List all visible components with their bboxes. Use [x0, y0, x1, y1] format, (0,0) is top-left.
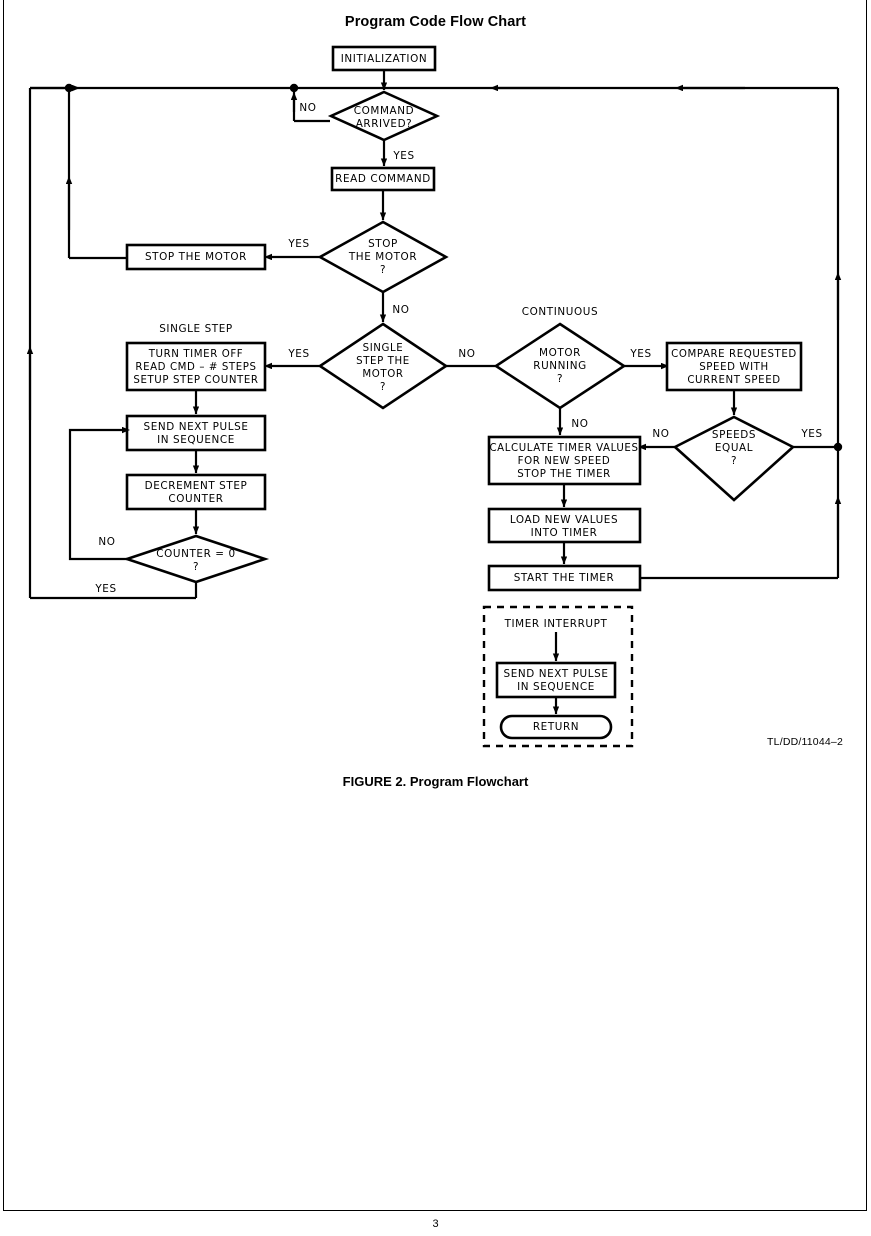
edge-counter-no [68, 426, 130, 561]
edge-label-yes: YES [287, 238, 309, 250]
edge-label-yes: YES [287, 348, 309, 360]
edge-label-no: NO [299, 102, 316, 114]
node-label: RUNNING [533, 360, 586, 372]
node-stop-motor-decision[interactable]: STOP THE MOTOR ? [317, 220, 449, 294]
node-label: CALCULATE TIMER VALUES [489, 443, 638, 454]
edge-label-no: NO [571, 418, 588, 430]
node-label: STOP THE MOTOR [145, 251, 247, 263]
node-decrement-step[interactable]: DECREMENT STEP COUNTER [125, 473, 267, 511]
node-read-command[interactable]: READ COMMAND [330, 166, 436, 192]
node-label: IN SEQUENCE [157, 434, 235, 446]
node-label: TURN TIMER OFF [148, 349, 244, 360]
isr-entry-label: TIMER INTERRUPT [504, 618, 608, 630]
node-counter-zero[interactable]: COUNTER = 0 ? [122, 534, 270, 584]
node-initialization[interactable]: INITIALIZATION [331, 45, 437, 72]
node-label: COMMAND [354, 105, 414, 117]
node-turn-timer-off[interactable]: TURN TIMER OFF READ CMD – # STEPS SETUP … [125, 341, 267, 392]
node-label: COUNTER = 0 [156, 548, 235, 560]
node-label: SETUP STEP COUNTER [133, 375, 258, 386]
node-send-next-pulse[interactable]: SEND NEXT PULSE IN SEQUENCE [125, 414, 267, 452]
single-step-branch-label: SINGLE STEP [159, 323, 233, 335]
node-load-new-values[interactable]: LOAD NEW VALUES INTO TIMER [487, 507, 642, 544]
edge-label-no: NO [458, 348, 475, 360]
node-label: THE MOTOR [348, 251, 417, 263]
node-label: SPEED WITH [699, 362, 769, 373]
node-label: START THE TIMER [514, 572, 615, 584]
node-label: ? [380, 382, 386, 393]
node-label: EQUAL [715, 442, 753, 454]
node-label: READ COMMAND [335, 173, 431, 185]
edge-label-no: NO [392, 304, 409, 316]
node-label: ? [380, 264, 386, 276]
node-label: CURRENT SPEED [687, 375, 780, 386]
node-label: INITIALIZATION [341, 53, 427, 65]
node-calculate-timer[interactable]: CALCULATE TIMER VALUES FOR NEW SPEED STO… [487, 435, 642, 486]
page-title: Program Code Flow Chart [344, 14, 527, 30]
node-label: COMPARE REQUESTED [671, 349, 797, 360]
edge-label-no: NO [652, 428, 669, 440]
node-label: MOTOR [539, 347, 581, 359]
edge-label-yes: YES [629, 348, 651, 360]
flowchart-svg: INITIALIZATION COMMAND ARRIVED? NO YES R… [26, 45, 843, 748]
edge-label-no: NO [98, 536, 115, 548]
node-label: COUNTER [168, 493, 223, 505]
node-label: ? [731, 455, 737, 467]
node-isr-return[interactable]: RETURN [499, 714, 613, 740]
node-label: SEND NEXT PULSE [504, 668, 609, 680]
figure-caption: FIGURE 2. Program Flowchart [342, 774, 529, 789]
page-number: 3 [432, 1218, 439, 1230]
node-compare-speed[interactable]: COMPARE REQUESTED SPEED WITH CURRENT SPE… [665, 341, 803, 392]
return-bus-top [26, 83, 843, 600]
node-label: READ CMD – # STEPS [135, 362, 256, 373]
node-label: STEP THE [356, 356, 410, 367]
node-speeds-equal[interactable]: SPEEDS EQUAL ? [672, 415, 796, 502]
node-label: STOP THE TIMER [517, 469, 611, 480]
node-label: DECREMENT STEP [145, 480, 248, 492]
node-single-step-decision[interactable]: SINGLE STEP THE MOTOR ? [317, 322, 449, 410]
node-start-the-timer[interactable]: START THE TIMER [487, 564, 642, 592]
page-border [3, 0, 867, 1211]
node-label: RETURN [533, 721, 579, 733]
node-command-arrived[interactable]: COMMAND ARRIVED? [327, 90, 441, 142]
node-label: FOR NEW SPEED [518, 456, 611, 467]
node-label: SPEEDS [712, 429, 756, 441]
node-label: IN SEQUENCE [517, 681, 595, 693]
edge-label-yes: YES [392, 150, 414, 162]
node-label: ARRIVED? [356, 118, 413, 130]
node-label: LOAD NEW VALUES [510, 514, 618, 526]
node-motor-running[interactable]: MOTOR RUNNING ? [493, 322, 627, 410]
document-id: TL/DD/11044–2 [767, 736, 843, 748]
edge-label-yes: YES [800, 428, 822, 440]
node-isr-send-pulse[interactable]: SEND NEXT PULSE IN SEQUENCE [495, 661, 617, 699]
continuous-branch-label: CONTINUOUS [522, 306, 598, 318]
edge-label-yes: YES [94, 583, 116, 595]
node-label: STOP [368, 238, 398, 250]
node-stop-the-motor[interactable]: STOP THE MOTOR [125, 243, 267, 271]
node-label: INTO TIMER [531, 527, 598, 539]
node-label: ? [193, 561, 199, 573]
node-label: ? [557, 373, 563, 385]
node-label: SINGLE [363, 343, 404, 354]
node-label: SEND NEXT PULSE [144, 421, 249, 433]
node-label: MOTOR [362, 369, 403, 380]
isr-group: TIMER INTERRUPT SEND NEXT PULSE IN SEQUE… [482, 605, 634, 748]
